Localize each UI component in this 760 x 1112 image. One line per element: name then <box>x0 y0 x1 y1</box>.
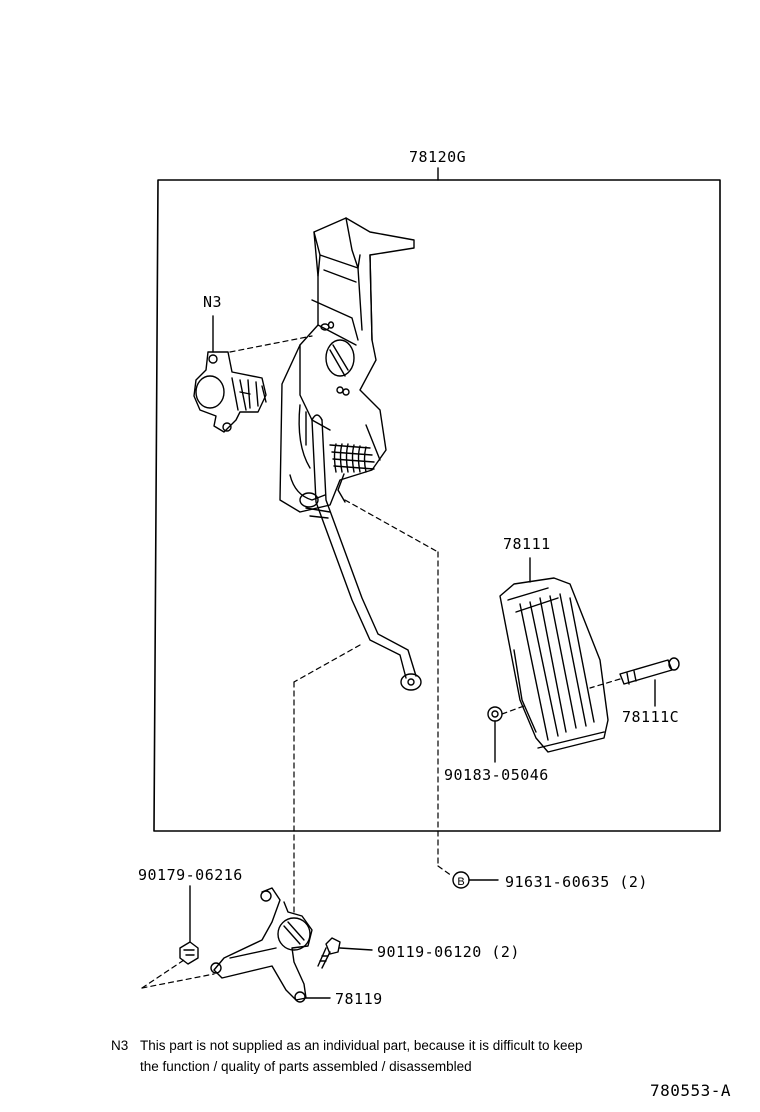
dash-pin-pad <box>589 678 621 689</box>
pivot-pin <box>620 658 679 684</box>
label-b-nut: 91631-60635 (2) <box>505 873 648 891</box>
label-bracket: 78119 <box>335 990 383 1008</box>
washer <box>488 707 502 721</box>
bracket-bolt <box>318 938 340 968</box>
pedal-pad <box>500 578 608 752</box>
return-spring <box>330 444 374 502</box>
label-pad: 78111 <box>503 535 551 553</box>
dash-spring-right <box>344 499 439 553</box>
label-bolt: 90119-06120 (2) <box>377 943 520 961</box>
pedal-rod <box>306 415 421 690</box>
accelerator-sensor <box>194 352 266 432</box>
label-washer: 90183-05046 <box>444 766 549 784</box>
label-pad-pin: 78111C <box>622 708 680 726</box>
dash-nut-turn <box>437 865 453 877</box>
footnote-line2: the function / quality of parts assemble… <box>140 1059 472 1074</box>
leader-bolt <box>339 947 373 951</box>
label-assembly: 78120G <box>409 148 467 166</box>
b-nut-letter: B <box>457 876 464 888</box>
dash-sensor-to-bracket <box>229 335 313 353</box>
label-sensor: N3 <box>203 293 223 311</box>
lower-bracket <box>211 888 312 1002</box>
label-nut-left: 90179-06216 <box>138 866 243 884</box>
dash-left-down <box>141 973 215 989</box>
dash-left-up <box>141 959 185 989</box>
dash-rod-to-bracket <box>293 644 361 683</box>
assembly-frame <box>153 179 721 832</box>
dash-washer-pad <box>501 705 525 715</box>
footnote-key: N3 <box>111 1038 129 1053</box>
figure-id: 780553-A <box>650 1081 732 1100</box>
footnote-line1: This part is not supplied as an individu… <box>140 1038 583 1053</box>
